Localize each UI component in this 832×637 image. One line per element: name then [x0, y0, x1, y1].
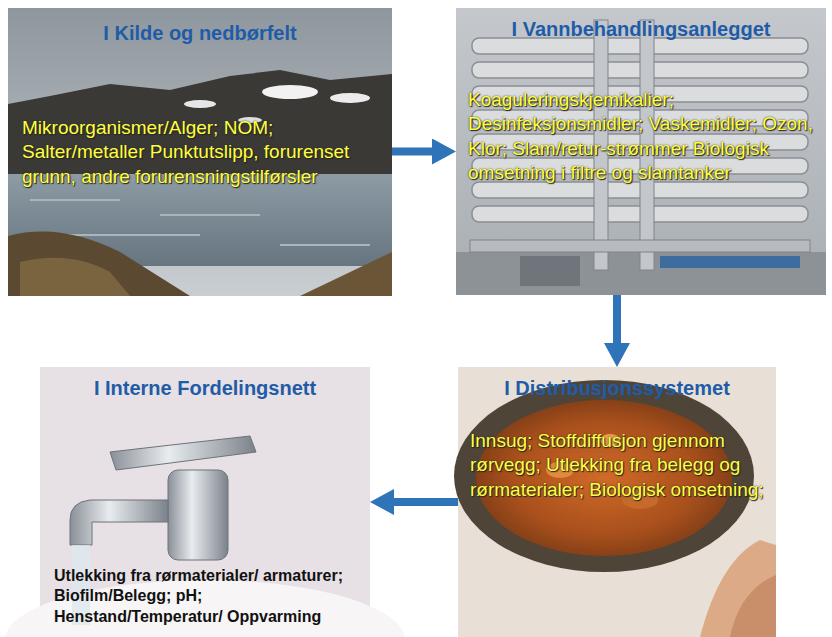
panel-body-text: Innsug; Stoffdiffusjon gjennom rørvegg; …	[470, 429, 764, 502]
illustration-shape	[168, 470, 228, 560]
illustration-shape	[110, 436, 256, 470]
illustration-shape	[660, 256, 800, 268]
photo-panel: I Kilde og nedbørfeltMikroorganismer/Alg…	[8, 8, 392, 296]
panel-body-text: Utlekking fra rørmaterialer/ armaturer; …	[54, 566, 356, 627]
illustration-shape	[70, 500, 168, 545]
panel-heading: I Vannbehandlingsanlegget	[468, 18, 814, 41]
illustration-shape	[300, 252, 392, 296]
illustration-shape	[8, 232, 190, 296]
photo-panel: I DistribusjonssystemetInnsug; Stoffdiff…	[458, 367, 776, 637]
membrane-plant-photo	[456, 8, 826, 295]
lake-photo	[8, 8, 392, 296]
illustration-shape	[184, 100, 216, 108]
illustration-shape	[330, 93, 370, 103]
photo-panel: I Interne FordelingsnettUtlekking fra rø…	[40, 367, 370, 637]
illustration-shape	[20, 258, 130, 296]
illustration-shape	[8, 8, 392, 296]
illustration-shape	[476, 400, 732, 556]
corroded-pipe-photo	[454, 367, 776, 637]
illustration-shape	[700, 540, 776, 637]
flow-arrow	[386, 498, 458, 506]
illustration-shape	[454, 380, 754, 572]
illustration-shape	[520, 256, 580, 286]
illustration-shape	[456, 8, 826, 295]
photo-panel: I VannbehandlingsanleggetKoaguleringskje…	[456, 8, 826, 295]
panel-heading: I Kilde og nedbørfelt	[22, 22, 378, 45]
panel-body-text: Koaguleringskjemikalier; Desinfeksjonsmi…	[468, 88, 814, 185]
flow-arrow	[613, 295, 621, 351]
panel-heading: I Distribusjonssystemet	[470, 377, 764, 400]
panel-heading: I Interne Fordelingsnett	[54, 377, 356, 400]
illustration-shape	[262, 85, 318, 99]
flow-arrow	[392, 148, 440, 156]
illustration-shape	[730, 575, 776, 637]
panel-body-text: Mikroorganismer/Alger; NOM; Salter/metal…	[22, 116, 378, 189]
tap-photo	[5, 367, 405, 637]
illustration-shape	[470, 240, 810, 252]
